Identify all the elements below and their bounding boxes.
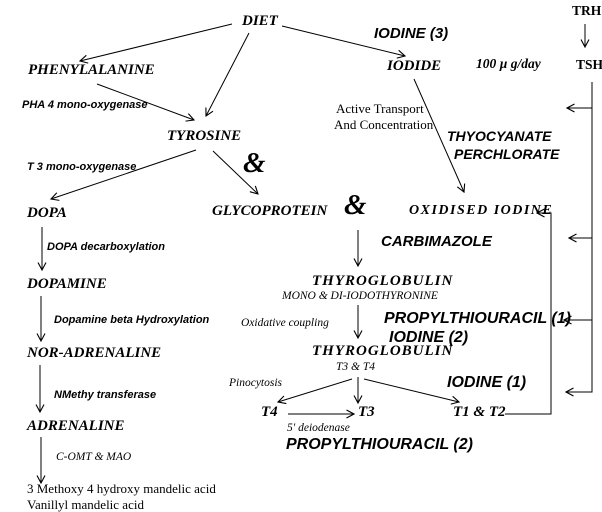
node-oxidised-iodine: OXIDISED IODINE bbox=[409, 203, 554, 218]
label-dopa-decarboxylation: DOPA decarboxylation bbox=[47, 241, 165, 253]
arrow-tyrosine-to-glycoprotein bbox=[212, 150, 258, 194]
node-iodide: IODIDE bbox=[387, 58, 442, 74]
label-comt-and-mao: C-OMT & MAO bbox=[56, 451, 132, 463]
node-phenylalanine: PHENYLALANINE bbox=[28, 62, 155, 78]
label-iodine-daily-dose: 100 µ g/day bbox=[476, 56, 541, 71]
node-propylthiouracil-1: PROPYLTHIOURACIL (1) bbox=[384, 310, 571, 327]
node-iodine-3: IODINE (3) bbox=[374, 25, 449, 42]
label-methoxy-mandelic-acid: 3 Methoxy 4 hydroxy mandelic acid bbox=[27, 481, 216, 496]
label-dopamine-beta-hydroxylation: Dopamine beta Hydroxylation bbox=[54, 314, 210, 326]
tsh-stimulation-trunk bbox=[566, 82, 593, 392]
label-pinocytosis: Pinocytosis bbox=[229, 377, 283, 389]
label-pha4-mono-oxygenase: PHA 4 mono-oxygenase bbox=[22, 99, 148, 111]
label-5-deiodenase: 5' deiodenase bbox=[287, 422, 350, 434]
ampersand-tyrosine-glycoprotein: & bbox=[243, 147, 266, 179]
arrow-thyroglobulin-to-t1t2 bbox=[363, 378, 459, 402]
arrow-tyrosine-to-dopa bbox=[51, 149, 197, 199]
node-carbimazole: CARBIMAZOLE bbox=[381, 233, 492, 250]
node-iodine-1: IODINE (1) bbox=[447, 374, 527, 391]
ampersand-glycoprotein-iodine: & bbox=[344, 189, 367, 221]
arrow-t1t2-recycle-to-oxidised-iodine bbox=[505, 213, 552, 415]
label-vanillyl-mandelic-acid: Vanillyl mandelic acid bbox=[27, 497, 144, 512]
arrow-thyroglobulin-to-t4 bbox=[278, 378, 353, 402]
label-active-transport-line1: Active Transport bbox=[336, 101, 424, 116]
arrow-diet-to-tyrosine bbox=[206, 32, 250, 116]
node-thyroglobulin-t3-t4: THYROGLOBULIN bbox=[312, 343, 454, 359]
arrow-diet-to-phenylalanine bbox=[80, 23, 233, 61]
node-tsh: TSH bbox=[576, 57, 602, 72]
label-n-methyl-transferase: NMethy transferase bbox=[54, 389, 157, 401]
arrow-phenylalanine-to-tyrosine bbox=[96, 83, 194, 120]
node-t3: T3 bbox=[358, 404, 375, 420]
label-t3-and-t4: T3 & T4 bbox=[336, 361, 375, 373]
label-active-transport-line2: And Concentration bbox=[334, 117, 434, 132]
node-dopamine: DOPAMINE bbox=[27, 276, 107, 292]
node-diet: DIET bbox=[242, 13, 278, 29]
arrow-iodide-to-oxidised-iodine bbox=[413, 78, 464, 192]
node-perchlorate: PERCHLORATE bbox=[454, 146, 560, 162]
node-tyrosine: TYROSINE bbox=[167, 128, 242, 144]
node-propylthiouracil-2: PROPYLTHIOURACIL (2) bbox=[286, 436, 473, 453]
node-thyocyanate: THYOCYANATE bbox=[447, 128, 552, 144]
node-glycoprotein: GLYCOPROTEIN bbox=[212, 203, 328, 219]
node-t4: T4 bbox=[261, 404, 278, 420]
node-adrenaline: ADRENALINE bbox=[27, 418, 125, 434]
node-thyroglobulin-mono-di: THYROGLOBULIN bbox=[312, 273, 454, 289]
arrow-diet-to-iodide bbox=[281, 25, 405, 56]
node-dopa: DOPA bbox=[27, 205, 67, 221]
label-t3-mono-oxygenase: T 3 mono-oxygenase bbox=[27, 161, 137, 173]
node-nor-adrenaline: NOR-ADRENALINE bbox=[27, 345, 162, 361]
node-t1-t2: T1 & T2 bbox=[453, 404, 506, 420]
label-oxidative-coupling: Oxidative coupling bbox=[241, 317, 329, 329]
node-iodine-2: IODINE (2) bbox=[389, 329, 469, 346]
node-trh: TRH bbox=[572, 3, 602, 18]
label-mono-di-iodothyronine: MONO & DI-IODOTHYRONINE bbox=[282, 290, 438, 302]
